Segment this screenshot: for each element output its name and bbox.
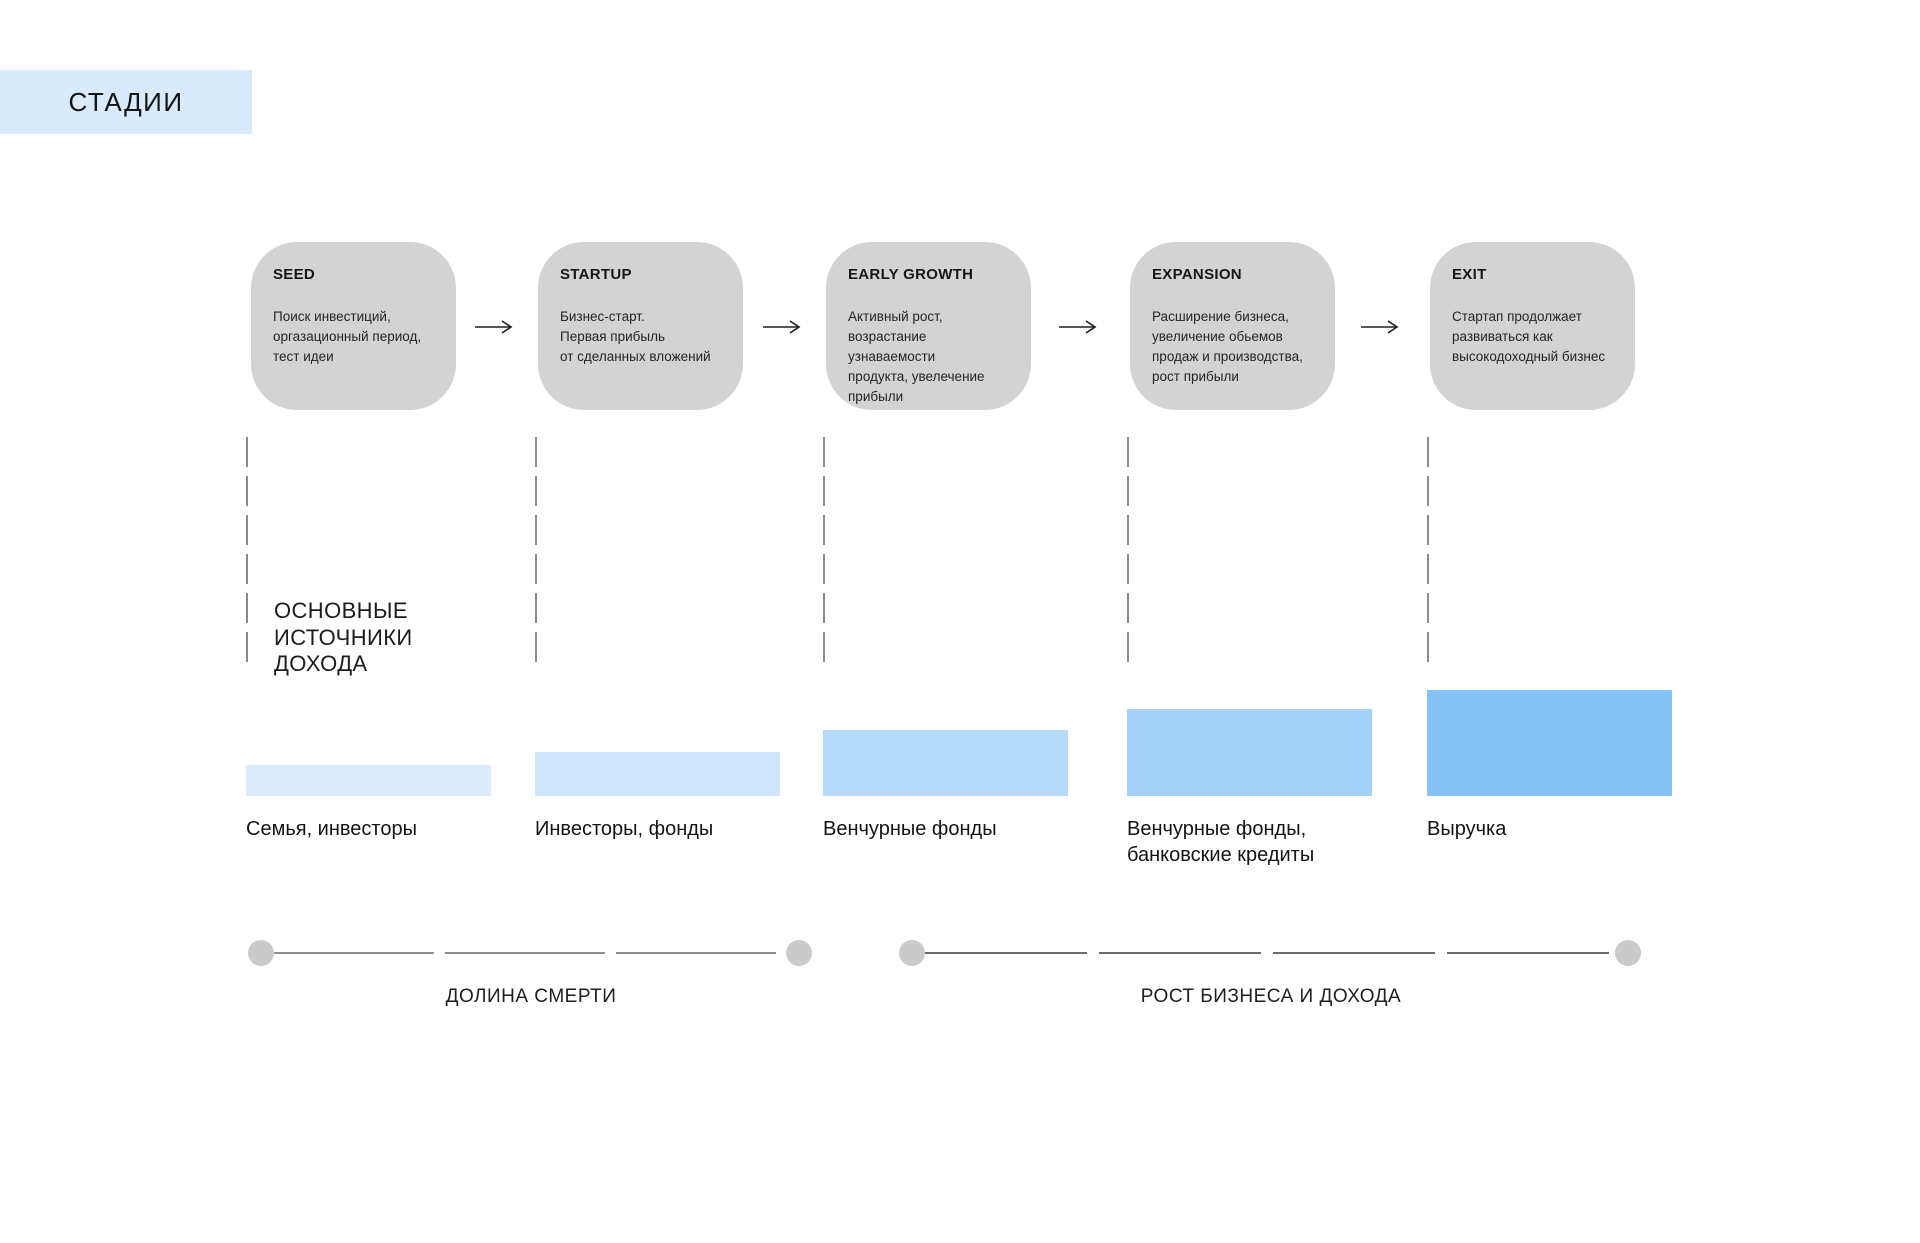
funding-bar	[1427, 690, 1672, 796]
page-title: СТАДИИ	[68, 86, 184, 117]
dashed-connector	[246, 437, 248, 667]
funding-source-label: Семья, инвесторы	[246, 818, 417, 840]
stage-name: EXPANSION	[1152, 266, 1242, 283]
stage-description: Поиск инвестиций, оргазационный период, …	[273, 309, 422, 364]
title-box: СТАДИИ	[0, 70, 252, 134]
funding-source-label: Выручка	[1427, 818, 1507, 840]
timeline-label: ДОЛИНА СМЕРТИ	[445, 986, 617, 1007]
timeline-dot	[1615, 940, 1641, 966]
funding-bar	[535, 752, 780, 796]
stage-card-exit: EXIT Стартап продолжает развиваться как …	[1430, 242, 1635, 410]
timeline-dot	[899, 940, 925, 966]
dashed-connector	[1127, 437, 1129, 667]
stage-card-expansion: EXPANSION Расширение бизнеса, увеличение…	[1130, 242, 1335, 410]
timeline-label: РОСТ БИЗНЕСА И ДОХОДА	[1140, 986, 1402, 1007]
stage-card-early-growth: EARLY GROWTH Активный рост, возрастание …	[826, 242, 1031, 410]
timeline-dot	[786, 940, 812, 966]
funding-bar	[246, 765, 491, 796]
stage-name: STARTUP	[560, 266, 632, 283]
timeline-dot	[248, 940, 274, 966]
stage-card-seed: SEED Поиск инвестиций, оргазационный пер…	[251, 242, 456, 410]
arrow-right-icon	[1360, 318, 1400, 336]
arrow-right-icon	[474, 318, 514, 336]
funding-source-label: Венчурные фонды, банковские кредиты	[1127, 818, 1315, 866]
arrow-right-icon	[762, 318, 802, 336]
funding-bar	[823, 730, 1068, 796]
funding-source-label: Венчурные фонды	[823, 818, 997, 840]
stage-name: EARLY GROWTH	[848, 266, 974, 283]
stage-description: Активный рост, возрастание узнаваемости …	[848, 309, 985, 404]
stage-description: Стартап продолжает развиваться как высок…	[1452, 309, 1606, 364]
dashed-connector	[823, 437, 825, 667]
timeline-business-growth	[897, 938, 1645, 968]
dashed-connector	[1427, 437, 1429, 667]
funding-source-label: Инвесторы, фонды	[535, 818, 714, 840]
arrow-right-icon	[1058, 318, 1098, 336]
stage-description: Расширение бизнеса, увеличение обьемов п…	[1152, 309, 1303, 384]
income-sources-heading: ОСНОВНЫЕ ИСТОЧНИКИ ДОХОДА	[274, 598, 413, 677]
stage-name: SEED	[273, 266, 316, 283]
timeline-death-valley	[246, 938, 816, 968]
stage-card-startup: STARTUP Бизнес-старт. Первая прибыль от …	[538, 242, 743, 410]
stage-description: Бизнес-старт. Первая прибыль от сделанны…	[560, 309, 711, 364]
funding-bar	[1127, 709, 1372, 796]
stage-name: EXIT	[1452, 266, 1487, 283]
dashed-connector	[535, 437, 537, 667]
